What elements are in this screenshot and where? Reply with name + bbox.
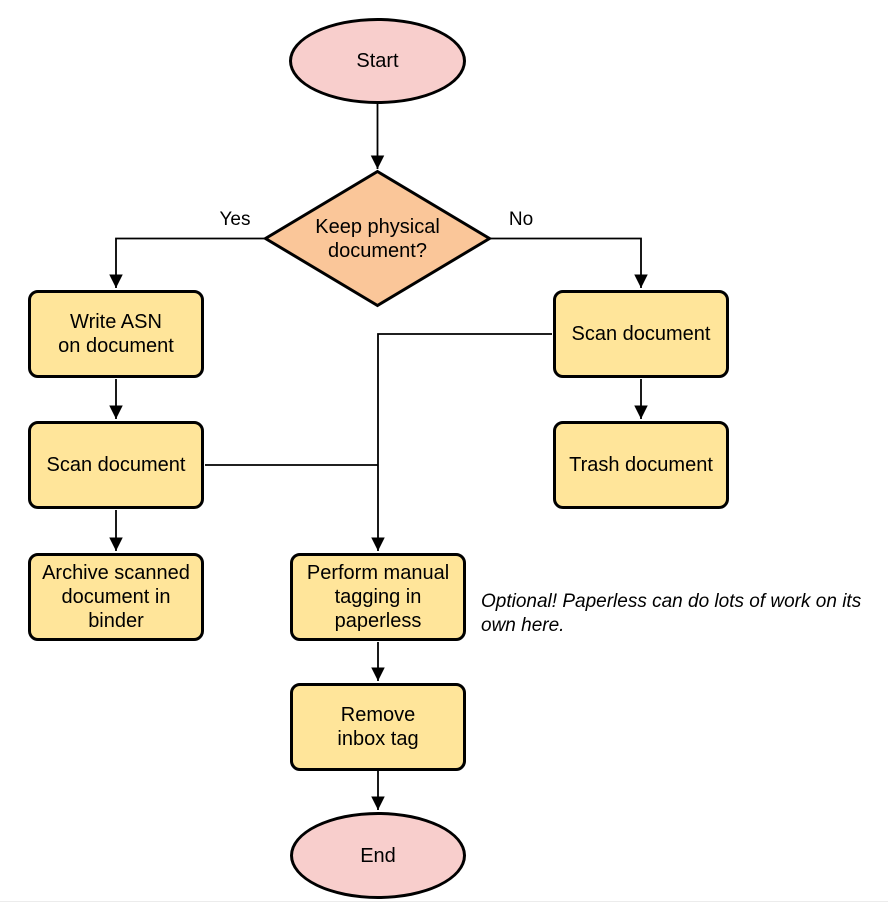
- edge-decision-yes: [109, 237, 266, 288]
- node-write-asn: Write ASN on document: [28, 290, 204, 378]
- node-decision-label: Keep physical document?: [315, 216, 440, 262]
- bottom-divider: [0, 901, 888, 902]
- edge-label-yes: Yes: [219, 209, 251, 230]
- node-archive-binder: Archive scanned document in binder: [28, 553, 204, 641]
- node-start: Start: [289, 18, 466, 104]
- note-text: Optional! Paperless can do lots of work …: [481, 591, 862, 636]
- edge-decision-no: [489, 237, 648, 288]
- node-trash-document: Trash document: [553, 421, 729, 509]
- node-scan-document-right: Scan document: [553, 290, 729, 378]
- edge-scanright-to-tagging: [371, 333, 552, 551]
- node-manual-tagging: Perform manual tagging in paperless: [290, 553, 466, 641]
- edge-label-no: No: [508, 209, 534, 230]
- node-end: End: [290, 812, 466, 899]
- node-remove-inbox-tag: Remove inbox tag: [290, 683, 466, 771]
- node-scan-document-left: Scan document: [28, 421, 204, 509]
- decision-shape: [262, 169, 493, 308]
